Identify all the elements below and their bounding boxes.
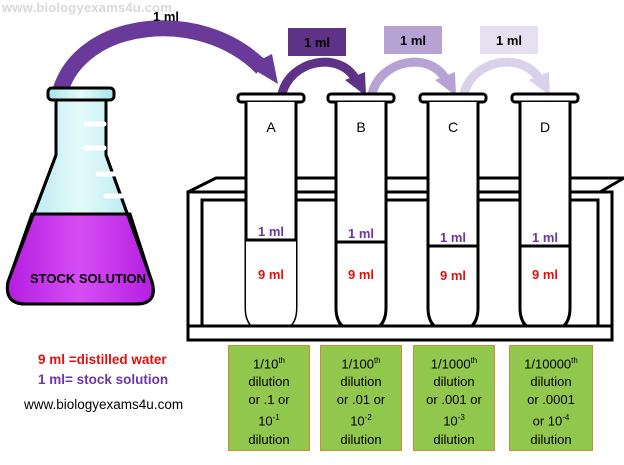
test-tube-a [236,92,306,334]
arrow-label-box-2 [384,26,442,54]
dilution-power-exp: -4 [562,413,570,423]
rack-front-bar [186,324,614,342]
website-text: www.biologyexams4u.com [24,397,184,412]
dilution-power-exp: -3 [457,413,465,423]
tube-letter-b: B [356,119,366,135]
arrow-label-box-3 [480,26,538,54]
arrow-label-c-to-d: 1 ml [495,33,522,48]
dilution-box-c: 1/1000th dilution or .001 or 10-3 diluti… [413,345,495,451]
dilution-decimal: or .001 or [426,392,482,408]
main-transfer-arrow [52,20,278,95]
arrow-c-to-d [459,57,550,96]
tube-d-water-label: 9 ml [531,267,558,282]
dilution-power-exp: -2 [364,413,372,423]
legend-stock-solution: 1 ml= stock solution [38,372,169,387]
dilution-word: dilution [530,374,572,390]
fraction-suffix: th [470,356,478,365]
arrow-label-a-to-b: 1 ml [303,35,330,50]
dilution-word-2: dilution [340,431,382,447]
tube-a-water-label: 9 ml [257,267,284,282]
dilution-power-exp: -1 [272,413,280,423]
watermark: www.biologyexams4u.com [2,0,173,15]
tube-b-stock-label: 1 ml [347,226,374,241]
dilution-word-2: dilution [433,431,475,447]
arrow-label-b-to-c: 1 ml [399,33,426,48]
dilution-power-base: 10 [350,413,365,429]
stock-flask [5,86,155,306]
dilution-box-b: 1/100th dilution or .01 or 10-2 dilution [320,345,402,451]
dilution-word: dilution [433,374,475,390]
tube-letter-c: C [447,119,459,135]
dilution-decimal: or .1 or [248,392,290,408]
dilution-word: dilution [340,374,382,390]
tube-letter-d: D [539,119,551,135]
dilution-power-base: or 10 [532,413,563,429]
arrow-label-box-1 [288,28,346,56]
dilution-decimal: or .0001 [527,392,575,408]
arrow-a-to-b [277,57,366,96]
dilution-box-d: 1/10000th dilution or .0001 or 10-4 dilu… [509,345,593,451]
dilution-word: dilution [248,374,290,390]
dilution-word-2: dilution [248,431,290,447]
main-arrow-label: 1 ml [152,9,179,24]
legend-distilled-water: 9 ml =distilled water [38,352,167,367]
flask-label: STOCK SOLUTION [29,271,147,286]
dilution-decimal: or .01 or [336,392,386,408]
tube-c-water-label: 9 ml [439,268,466,283]
tube-c-stock-label: 1 ml [439,230,466,245]
fraction-suffix: th [278,356,285,365]
fraction-suffix: th [571,356,578,365]
dilution-fraction: 1/10 [253,356,279,372]
arrow-b-to-c [367,57,456,96]
dilution-power-base: 10 [443,413,458,429]
dilution-fraction: 1/10000 [524,356,572,372]
tube-d-stock-label: 1 ml [531,230,558,245]
tube-letter-a: A [266,119,276,135]
fraction-suffix: th [373,356,381,365]
dilution-word-2: dilution [530,431,572,447]
dilution-power-base: 10 [258,413,273,429]
dilution-fraction: 1/100 [341,356,374,372]
tube-b-water-label: 9 ml [347,267,374,282]
dilution-fraction: 1/1000 [430,356,471,372]
dilution-box-a: 1/10th dilution or .1 or 10-1 dilution [228,345,310,451]
tube-a-stock-label: 1 ml [257,224,284,239]
